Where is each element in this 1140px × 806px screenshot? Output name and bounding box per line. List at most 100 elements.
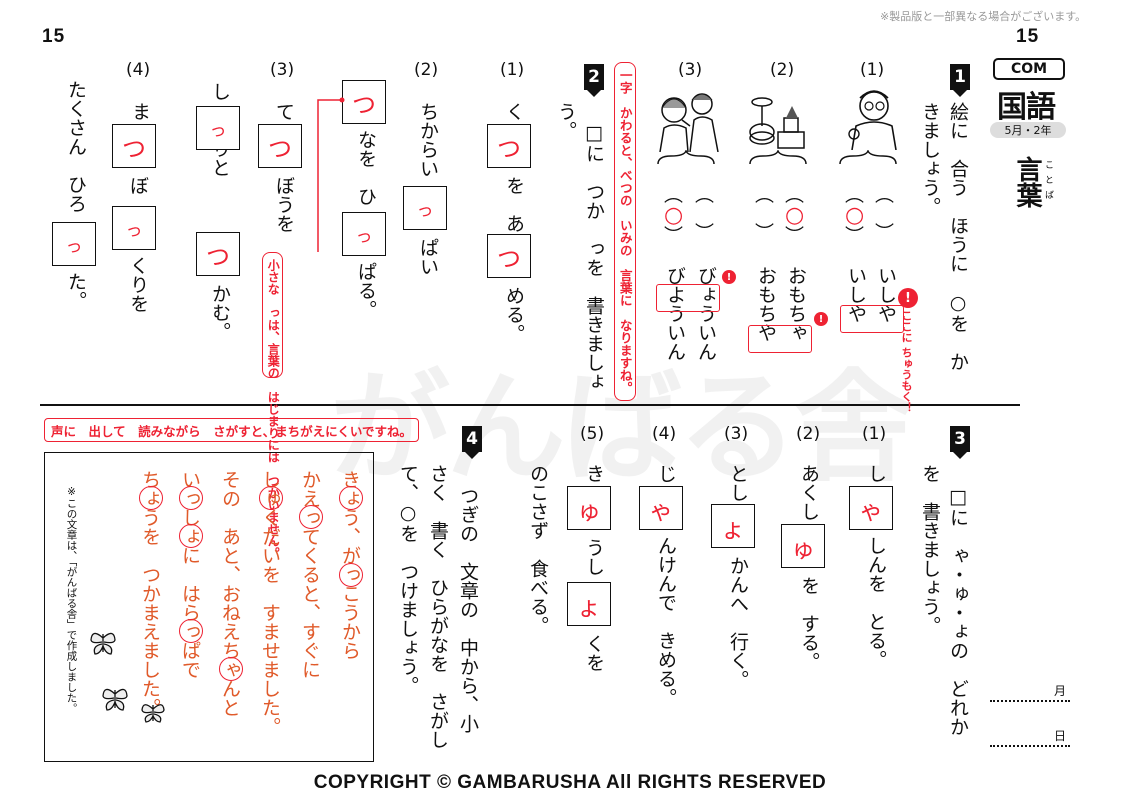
s2-item1-text-c: める。 bbox=[503, 286, 525, 343]
com-badge: COM bbox=[993, 58, 1065, 80]
story-circle-1 bbox=[339, 486, 363, 510]
s1-item1-opt-bottom: いしや bbox=[845, 266, 867, 323]
month-field[interactable] bbox=[990, 700, 1070, 702]
page-number-left: 15 bbox=[42, 26, 66, 47]
s2-item3-answer-1[interactable]: つ bbox=[258, 124, 302, 168]
s2-item4-label: (4) bbox=[126, 60, 151, 80]
s3-item4-text-b: んけんで きめる。 bbox=[655, 536, 677, 707]
s2-item4-answer-2[interactable]: っ bbox=[112, 206, 156, 250]
story-footnote: ※この文章は、「がんばる舎」で作成しました。 bbox=[65, 486, 78, 714]
story-circle-7 bbox=[179, 524, 203, 548]
s2-item4-text-a: ま bbox=[129, 102, 151, 121]
s1-item1-choice-bottom[interactable]: ︵○︶ bbox=[845, 184, 865, 247]
s2-item4-answer-3[interactable]: っ bbox=[52, 222, 96, 266]
section-1-number: 1 bbox=[950, 64, 970, 97]
warning-text: ここに ちゅうもく！ bbox=[900, 310, 913, 413]
s3-item5-text-b: うし bbox=[583, 538, 605, 576]
s3-item1-label: (1) bbox=[862, 424, 887, 444]
unit-title: 言葉 bbox=[1012, 156, 1042, 208]
page-number-right: 15 bbox=[1016, 26, 1040, 47]
day-field[interactable] bbox=[990, 745, 1070, 747]
s3-item2-text-a: あくし bbox=[798, 464, 820, 521]
s2-item4-text-b: ぼ bbox=[127, 176, 149, 195]
section-4-number: 4 bbox=[462, 426, 482, 459]
s3-item5-text-c: くを bbox=[583, 634, 605, 672]
s1-item2-label: (2) bbox=[770, 60, 795, 80]
s2-item3-text-b: ぼうを bbox=[273, 176, 295, 233]
brace-3 bbox=[657, 150, 715, 165]
warning-icon: ! bbox=[898, 288, 918, 308]
section-4-instruction-3: て、○を つけましょう。 bbox=[397, 464, 419, 695]
section-2-instruction-2: う。 bbox=[555, 102, 577, 140]
s2-item3-text-a: て bbox=[273, 102, 295, 121]
s3-item3-answer[interactable]: ょ bbox=[711, 504, 755, 548]
s1-item2-alert-icon: ! bbox=[814, 312, 828, 326]
s1-item2-choice-top[interactable]: ︵○︶ bbox=[785, 184, 805, 247]
story-line-2: かえってくると、すぐに bbox=[299, 470, 321, 679]
section-1-instruction-2: きましょう。 bbox=[919, 102, 941, 216]
s1-item1-choice-top[interactable]: ︵︶ bbox=[875, 184, 895, 244]
s2-item3-label: (3) bbox=[270, 60, 295, 80]
s3-item3-text-a: とし bbox=[727, 464, 749, 502]
s2-item2-answer-top[interactable]: つ bbox=[342, 80, 386, 124]
date-tag: 5月・2年 bbox=[990, 122, 1066, 138]
s3-item1-text-a: し bbox=[865, 464, 887, 483]
story-line-6: ちょうを つかまえました。 bbox=[139, 470, 161, 717]
notice: ※製品版と一部異なる場合がございます。 bbox=[880, 10, 1087, 23]
section-3-instruction-2: を 書きましょう。 bbox=[919, 464, 941, 635]
butterfly-icon bbox=[90, 632, 116, 655]
story-line-4: その あと、おねえちゃんと bbox=[219, 470, 241, 717]
s2-item3-answer-2[interactable]: つ bbox=[196, 232, 240, 276]
s2-item1-text-b: を あ bbox=[503, 176, 525, 233]
story-circle-9 bbox=[139, 486, 163, 510]
section-1-instruction-1: 絵に 合う ほうに ○を か bbox=[947, 102, 969, 371]
s3-item2-text-b: を する。 bbox=[798, 576, 820, 671]
s3-item3-text-b: かんへ 行く。 bbox=[727, 556, 749, 689]
unit-title-ruby: ことば bbox=[1043, 160, 1053, 205]
s1-item1-label: (1) bbox=[860, 60, 885, 80]
s1-item3-alert-icon: ! bbox=[722, 270, 736, 284]
s2-item4-text-d: たくさん ひろ bbox=[65, 80, 87, 213]
section-3-instruction-1: □に ゃ・ゅ・ょの どれか bbox=[947, 486, 969, 736]
butterfly-icon bbox=[141, 704, 165, 723]
s2-item2-text-c: なを ひ bbox=[355, 130, 377, 206]
s1-item3-opt-top: びょういん bbox=[695, 266, 717, 361]
s1-item2-highlight bbox=[748, 325, 812, 353]
story-circle-2 bbox=[339, 563, 363, 587]
section-2-number: 2 bbox=[584, 64, 604, 97]
s2-item4-answer-1[interactable]: つ bbox=[112, 124, 156, 168]
s2-item1-answer-1[interactable]: つ bbox=[487, 124, 531, 168]
s1-item3-choice-top[interactable]: ︵︶ bbox=[695, 184, 715, 244]
s1-item3-highlight bbox=[656, 284, 720, 312]
section-2-hint: 一字 かわると、べつの いみの 言葉に なりますね。 bbox=[614, 62, 636, 401]
story-circle-8 bbox=[179, 619, 203, 643]
s2-item1-text-a: く bbox=[503, 102, 525, 121]
s1-item3-choice-bottom[interactable]: ︵○︶ bbox=[664, 184, 684, 247]
s2-item2-text-b: ぱい bbox=[417, 238, 439, 276]
day-label: 日 bbox=[1054, 729, 1067, 743]
butterfly-icon bbox=[102, 688, 128, 711]
s2-item3-text-d: かむ。 bbox=[209, 284, 231, 341]
s1-item2-choice-bottom[interactable]: ︵︶ bbox=[755, 184, 775, 244]
s3-item1-answer[interactable]: ゃ bbox=[849, 486, 893, 530]
hairdresser-icon bbox=[659, 93, 719, 152]
s3-item4-answer[interactable]: ゃ bbox=[639, 486, 683, 530]
s3-item2-label: (2) bbox=[796, 424, 821, 444]
s2-item3-small-box[interactable]: っ bbox=[196, 106, 240, 150]
s3-item5-answer-2[interactable]: ょ bbox=[567, 582, 611, 626]
s3-item2-answer[interactable]: ゅ bbox=[781, 524, 825, 568]
s2-item2-text-d: ぱる。 bbox=[355, 262, 377, 319]
s2-item2-answer-2[interactable]: っ bbox=[342, 212, 386, 256]
s1-item1-highlight bbox=[840, 305, 904, 333]
s3-item5-answer-1[interactable]: ゅ bbox=[567, 486, 611, 530]
s2-item4-text-e: た。 bbox=[65, 272, 87, 310]
toys-icon bbox=[749, 97, 805, 149]
s2-item2-answer-1[interactable]: っ bbox=[403, 186, 447, 230]
hint-connector bbox=[317, 97, 345, 252]
s2-item1-answer-2[interactable]: つ bbox=[487, 234, 531, 278]
s3-item5-text-d: のこさず 食べる。 bbox=[527, 464, 549, 635]
section-4-instruction-1: つぎの 文章の 中から、小 bbox=[457, 486, 479, 733]
s1-item3-label: (3) bbox=[678, 60, 703, 80]
story-circle-6 bbox=[179, 486, 203, 510]
section-2-side-hint: 小さな っは、言葉の はじまりには つかいません。 bbox=[262, 252, 284, 559]
